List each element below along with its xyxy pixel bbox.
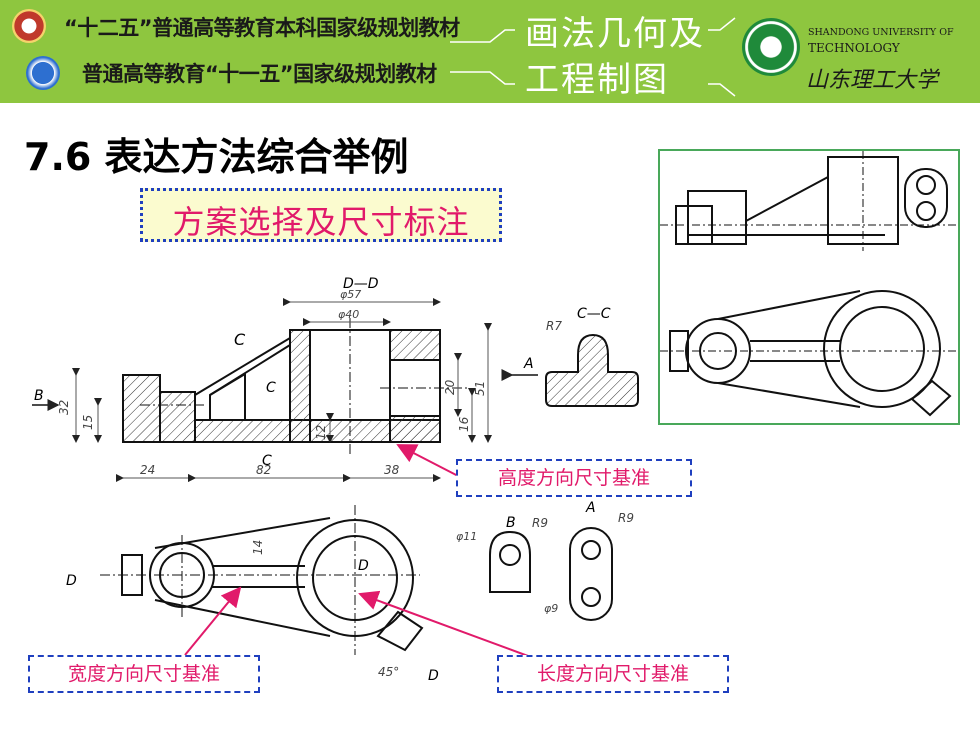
label-b-view: B xyxy=(506,515,516,531)
callout-height-datum: 高度方向尺寸基准 xyxy=(456,459,692,497)
dim-d11: φ11 xyxy=(456,530,477,543)
dim-38: 38 xyxy=(384,463,400,477)
label-c-bottom: C xyxy=(262,453,272,469)
dim-24: 24 xyxy=(140,463,155,477)
dim-angle-45: 45° xyxy=(378,665,399,679)
dim-16: 16 xyxy=(457,416,471,432)
dim-12: 12 xyxy=(314,425,328,440)
dim-14: 14 xyxy=(251,540,265,555)
scheme-label: 方案选择及尺寸标注 xyxy=(172,203,470,241)
university-name-cn: 山东理工大学 xyxy=(806,68,939,93)
banner-divider-lines xyxy=(450,17,736,97)
label-c-mid: C xyxy=(266,380,276,396)
label-section-cc: C—C xyxy=(577,306,611,322)
callout-arrows xyxy=(184,444,529,657)
label-b-arrow: B xyxy=(34,388,44,404)
dimension-lines xyxy=(32,298,538,482)
dim-82: 82 xyxy=(256,463,271,477)
dim-d9: φ9 xyxy=(544,602,558,615)
header-banner: “十二五”普通高等教育本科国家级规划教材 普通高等教育“十一五”国家级规划教材 … xyxy=(0,0,980,103)
label-section-dd: D—D xyxy=(343,276,379,292)
dim-20: 20 xyxy=(443,379,457,395)
dim-r9b: R9 xyxy=(618,511,634,525)
header-line2: 普通高等教育“十一五”国家级规划教材 xyxy=(82,62,437,86)
university-name-en-1: SHANDONG UNIVERSITY OF xyxy=(808,27,954,38)
dim-15: 15 xyxy=(81,415,95,430)
university-logo-icon xyxy=(742,18,800,76)
slide-title: 7.6 表达方法综合举例 xyxy=(24,135,409,179)
dim-d40: φ40 xyxy=(338,308,359,321)
scheme-label-box: 方案选择及尺寸标注 xyxy=(140,188,502,242)
textbook-emblem-icon xyxy=(12,9,46,43)
callout-length-datum: 长度方向尺寸基准 xyxy=(497,655,729,693)
dim-51: 51 xyxy=(473,381,487,396)
label-a-arrow: A xyxy=(523,356,534,372)
dim-d57: φ57 xyxy=(340,288,361,301)
dim-r7: R7 xyxy=(546,319,562,333)
university-name-en-2: TECHNOLOGY xyxy=(808,41,900,55)
textbook-11th-emblem-icon xyxy=(26,56,60,90)
label-c-top: C xyxy=(234,330,246,349)
label-d-center: D xyxy=(358,558,369,574)
top-view xyxy=(100,505,424,655)
section-dd-view xyxy=(122,318,470,455)
dim-32: 32 xyxy=(57,400,71,415)
course-title-line1: 画法几何及 xyxy=(525,14,705,54)
dim-r9a: R9 xyxy=(532,516,548,530)
section-cc-view xyxy=(545,333,639,407)
aux-views xyxy=(489,527,613,621)
inset-drawing xyxy=(660,151,958,417)
label-d-left: D xyxy=(66,573,77,589)
inset-original-drawing xyxy=(658,149,960,425)
label-a-view: A xyxy=(585,500,596,516)
header-line1: “十二五”普通高等教育本科国家级规划教材 xyxy=(64,16,460,40)
course-title-line2: 工程制图 xyxy=(525,60,669,100)
label-d-bottom: D xyxy=(428,668,439,684)
callout-width-datum: 宽度方向尺寸基准 xyxy=(28,655,260,693)
